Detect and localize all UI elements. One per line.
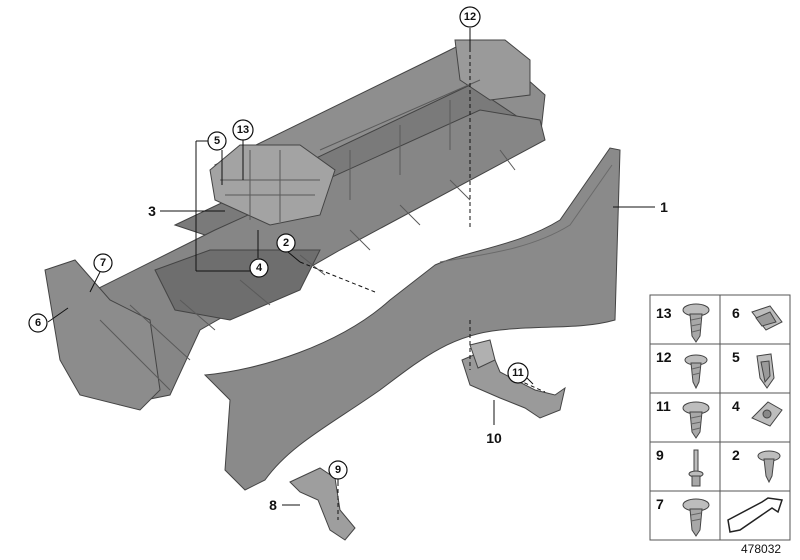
table-row-4-right-label: 2 — [732, 447, 740, 463]
callout-13: 13 — [232, 119, 254, 141]
screw-2-icon — [757, 450, 781, 484]
screw-icon — [684, 354, 708, 390]
callout-12: 12 — [459, 6, 481, 28]
table-row-3-left-label: 11 — [656, 398, 671, 414]
callout-11: 11 — [507, 362, 529, 384]
callout-9: 9 — [328, 460, 348, 480]
assembly-lines — [299, 48, 546, 520]
document-number: 478032 — [741, 542, 781, 556]
callout-4: 4 — [249, 258, 269, 278]
bracket-part-10 — [461, 339, 566, 419]
side-trim-panel — [203, 147, 621, 491]
callout-5: 5 — [207, 131, 227, 151]
bracket-part-8 — [289, 467, 356, 541]
callout-7-label: 7 — [100, 257, 106, 269]
callout-2: 2 — [276, 233, 296, 253]
console-carrier-frame — [44, 39, 546, 411]
speed-nut-icon — [751, 401, 783, 427]
callout-1-label: 1 — [660, 199, 668, 215]
table-row-4-left-label: 9 — [656, 447, 664, 463]
callout-6: 6 — [28, 313, 48, 333]
table-row-1-left-label: 13 — [656, 305, 672, 321]
callout-6-label: 6 — [35, 317, 41, 329]
rivet-icon — [688, 449, 704, 487]
torx-screw-11-icon — [682, 401, 710, 439]
spring-clip-icon — [756, 353, 775, 389]
callout-7: 7 — [93, 253, 113, 273]
torx-screw-icon — [682, 303, 710, 343]
table-row-2-right-label: 5 — [732, 349, 740, 365]
small-parts-table: 13 6 12 5 11 4 9 2 7 — [649, 294, 791, 541]
callout-11-label: 11 — [512, 367, 524, 379]
callout-4-label: 4 — [256, 262, 263, 274]
callout-9-label: 9 — [335, 464, 341, 476]
table-row-3-right-label: 4 — [732, 398, 740, 414]
table-row-2-left-label: 12 — [656, 349, 672, 365]
callout-13-label: 13 — [237, 124, 249, 136]
direction-arrow-icon — [727, 497, 783, 533]
torx-screw-7-icon — [682, 498, 710, 537]
table-row-5-left-label: 7 — [656, 496, 664, 512]
callout-8-label: 8 — [269, 497, 277, 513]
callout-5-label: 5 — [214, 135, 220, 147]
nut-clip-icon — [751, 305, 783, 331]
leader-lines — [47, 28, 655, 506]
callout-3-label: 3 — [148, 203, 156, 219]
callout-12-label: 12 — [464, 11, 476, 23]
callout-10-label: 10 — [486, 430, 502, 446]
table-row-1-right-label: 6 — [732, 305, 740, 321]
callout-2-label: 2 — [283, 237, 289, 249]
